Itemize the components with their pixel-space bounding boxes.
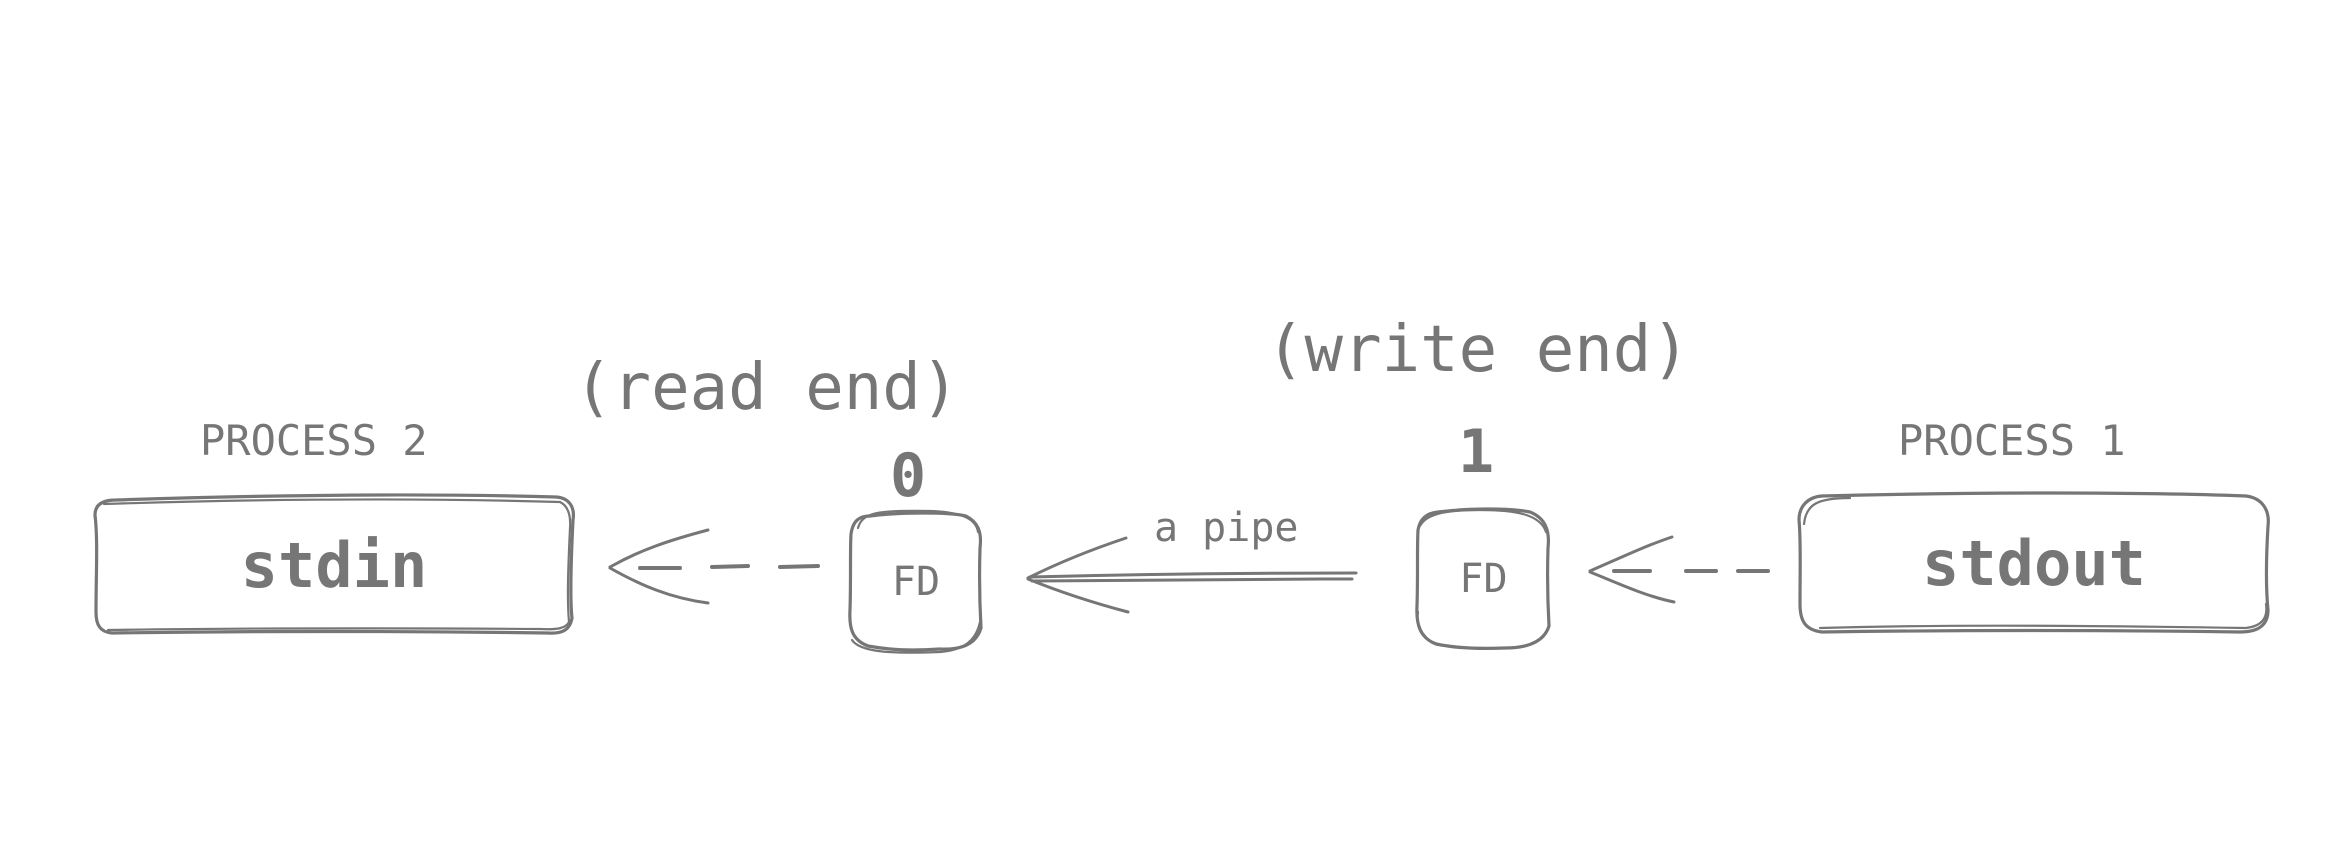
fd-read-label: FD — [891, 559, 941, 605]
fd-write-label: FD — [1459, 556, 1508, 602]
process-1-title: PROCESS 1 — [1898, 416, 2126, 465]
pipe-label: a pipe — [1154, 505, 1299, 551]
write-end-caption: (write end) — [1266, 313, 1690, 387]
read-arrow — [608, 528, 820, 605]
stdin-box — [93, 493, 576, 635]
write-arrow — [1588, 535, 1770, 604]
fd-read-box — [848, 509, 983, 654]
stdout-label: stdout — [1922, 527, 2146, 600]
stdout-box — [1797, 491, 2270, 634]
fd-write-number: 1 — [1458, 417, 1495, 487]
fd-write-box — [1415, 507, 1551, 650]
fd-read-number: 0 — [890, 441, 927, 511]
read-end-caption: (read end) — [574, 351, 960, 425]
process-2-title: PROCESS 2 — [200, 416, 428, 465]
stdin-label: stdin — [240, 529, 428, 602]
pipe-arrow — [1026, 536, 1358, 614]
